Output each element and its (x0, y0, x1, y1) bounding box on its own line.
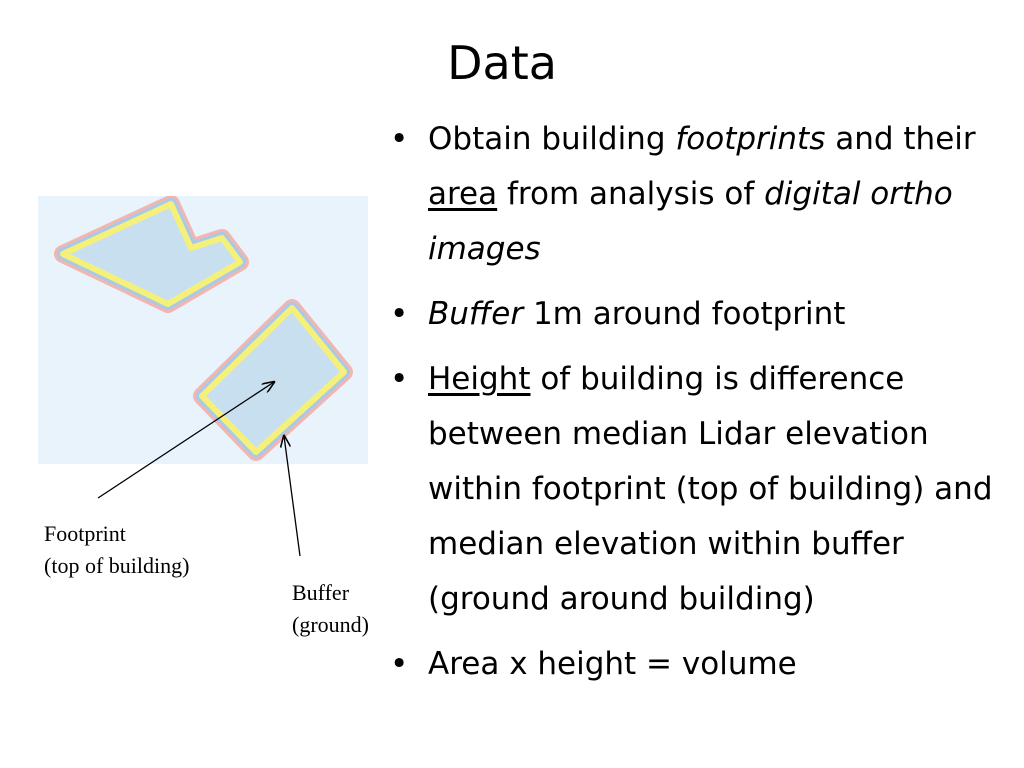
bullet-1-text-footprints: footprints (675, 121, 826, 157)
building-1-footprint (60, 201, 243, 307)
building-2 (193, 299, 353, 461)
footprint-caption: Footprint (top of building) (44, 518, 189, 582)
bullet-3-text-height: Height (428, 361, 531, 397)
bullet-height: Height of building is difference between… (388, 352, 1003, 627)
building-2-footprint (199, 305, 347, 455)
bullet-volume: Area x height = volume (388, 637, 1003, 692)
bullet-list: Obtain building footprints and their are… (388, 112, 1003, 702)
bullet-footprints: Obtain building footprints and their are… (388, 112, 1003, 277)
bullet-1-text-a: Obtain building (428, 121, 676, 157)
bullet-2-text-buffer: Buffer (428, 296, 524, 332)
bullet-1-text-area: area (428, 176, 498, 212)
buffer-caption: Buffer (ground) (292, 577, 369, 641)
footprint-caption-line-1: Footprint (44, 521, 126, 546)
footprint-arrow (97, 382, 274, 499)
building-footprint-figure (38, 195, 368, 464)
buffer-caption-line-1: Buffer (292, 580, 350, 605)
footprint-caption-line-2: (top of building) (44, 553, 190, 578)
building-1 (54, 195, 249, 313)
buffer-arrow (284, 436, 301, 557)
bullet-buffer: Buffer 1m around footprint (388, 287, 1003, 342)
bullet-4-text: Area x height = volume (428, 646, 797, 682)
bullet-1-text-b: and their (825, 121, 976, 157)
bullet-1-text-images: digital ortho images (428, 176, 953, 267)
bullet-2-text-rest: 1m around footprint (523, 296, 846, 332)
footprint-map (54, 195, 353, 461)
bullet-3-text-rest: of building is difference between median… (428, 361, 993, 617)
slide-title: Data (447, 36, 557, 90)
bullet-1-text-c: from analysis of (497, 176, 765, 212)
buffer-caption-line-2: (ground) (292, 612, 369, 637)
